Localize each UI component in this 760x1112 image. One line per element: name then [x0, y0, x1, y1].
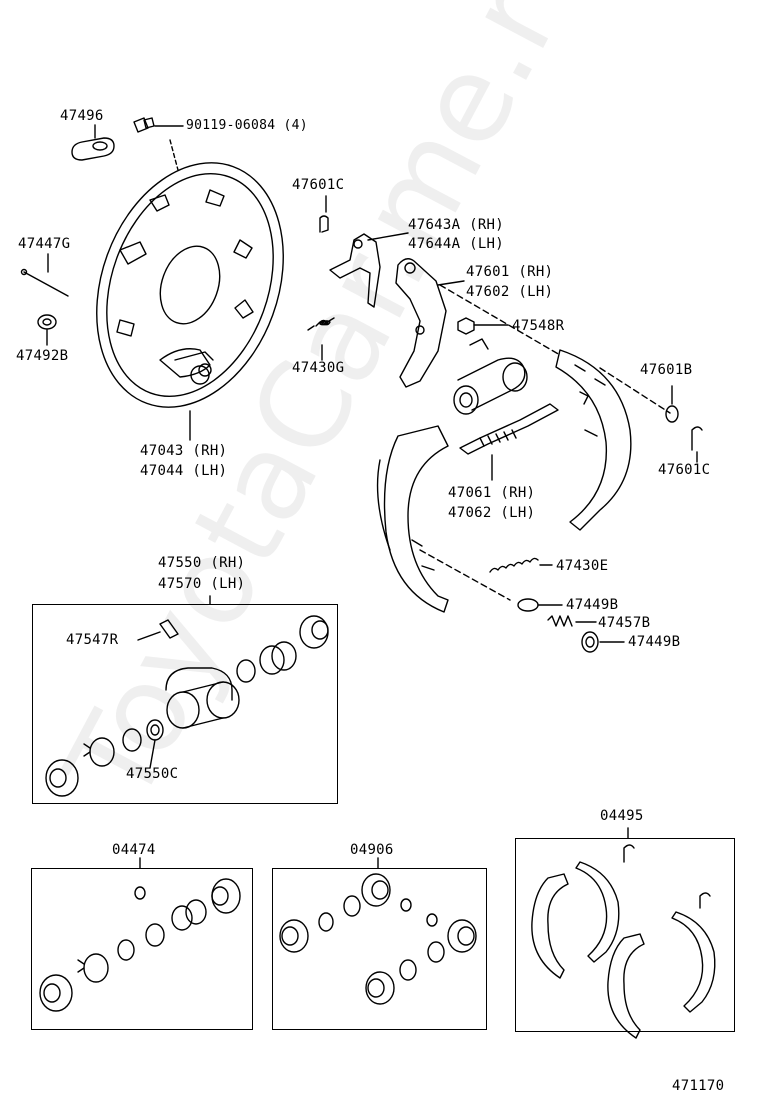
clip-47601C-right-drawing: [691, 426, 703, 463]
label-47550: 47550 (RH): [158, 555, 246, 571]
clip-47601B-drawing: [599, 367, 679, 423]
cup-47492B-drawing: [37, 314, 57, 346]
label-47430E: 47430E: [556, 558, 609, 574]
label-47496: 47496: [60, 108, 104, 124]
wheel-cylinder-box: [32, 604, 338, 804]
label-47449B-b: 47449B: [628, 634, 681, 650]
parking-lever-47601-drawing: [395, 258, 561, 388]
diagram-id: 471170: [672, 1078, 725, 1094]
label-47547R: 47547R: [66, 632, 119, 648]
spring-47430E-drawing: [489, 557, 553, 573]
spring-47457B-drawing: [547, 615, 597, 627]
retainer-47449B-b-drawing: [581, 631, 625, 653]
label-47601C-top: 47601C: [292, 177, 345, 193]
kit-04906-drawing: [279, 873, 477, 1005]
rear-shoe-drawing: [555, 349, 632, 531]
lever-47643A-drawing: [329, 232, 409, 308]
kit-04495-box: [515, 838, 735, 1032]
pin-47447G-drawing: [20, 253, 69, 297]
spring-47430G-drawing: [307, 317, 335, 361]
front-shoe-drawing: [376, 425, 511, 613]
kit-04495-drawing: [531, 844, 716, 1039]
label-47447G: 47447G: [18, 236, 71, 252]
label-47044: 47044 (LH): [140, 463, 228, 479]
label-04906: 04906: [350, 842, 394, 858]
label-47548R: 47548R: [512, 318, 565, 334]
label-47601: 47601 (RH): [466, 264, 554, 280]
label-47043: 47043 (RH): [140, 443, 228, 459]
label-47492B: 47492B: [16, 348, 69, 364]
label-90119-06084: 90119-06084 (4): [186, 118, 308, 133]
label-47550C: 47550C: [126, 766, 179, 782]
label-47457B: 47457B: [598, 615, 651, 631]
clip-47601C-top-drawing: [319, 215, 329, 233]
label-47602: 47602 (LH): [466, 284, 554, 300]
retainer-47449B-a-drawing: [517, 598, 563, 612]
bolt-90119-drawing: [133, 117, 184, 171]
nut-47548R-drawing: [457, 317, 509, 335]
label-47643A: 47643A (RH): [408, 217, 505, 233]
label-04474: 04474: [112, 842, 156, 858]
kit-04474-drawing: [39, 878, 241, 1012]
kit-04474-box: [31, 868, 253, 1030]
label-47601B: 47601B: [640, 362, 693, 378]
label-04495: 04495: [600, 808, 644, 824]
label-47601C-right: 47601C: [658, 462, 711, 478]
wheel-cylinder-kit-drawing: [45, 615, 329, 797]
plug-47496-drawing: [71, 124, 115, 161]
label-47430G: 47430G: [292, 360, 345, 376]
label-47449B-a: 47449B: [566, 597, 619, 613]
backing-plate-drawing: [96, 162, 284, 408]
kit-04906-box: [272, 868, 487, 1030]
label-47570: 47570 (LH): [158, 576, 246, 592]
label-47062: 47062 (LH): [448, 505, 536, 521]
wheel-cylinder-drawing: [453, 338, 528, 415]
label-47644A: 47644A (LH): [408, 236, 505, 252]
adjuster-47061-drawing: [459, 403, 559, 481]
label-47061: 47061 (RH): [448, 485, 536, 501]
